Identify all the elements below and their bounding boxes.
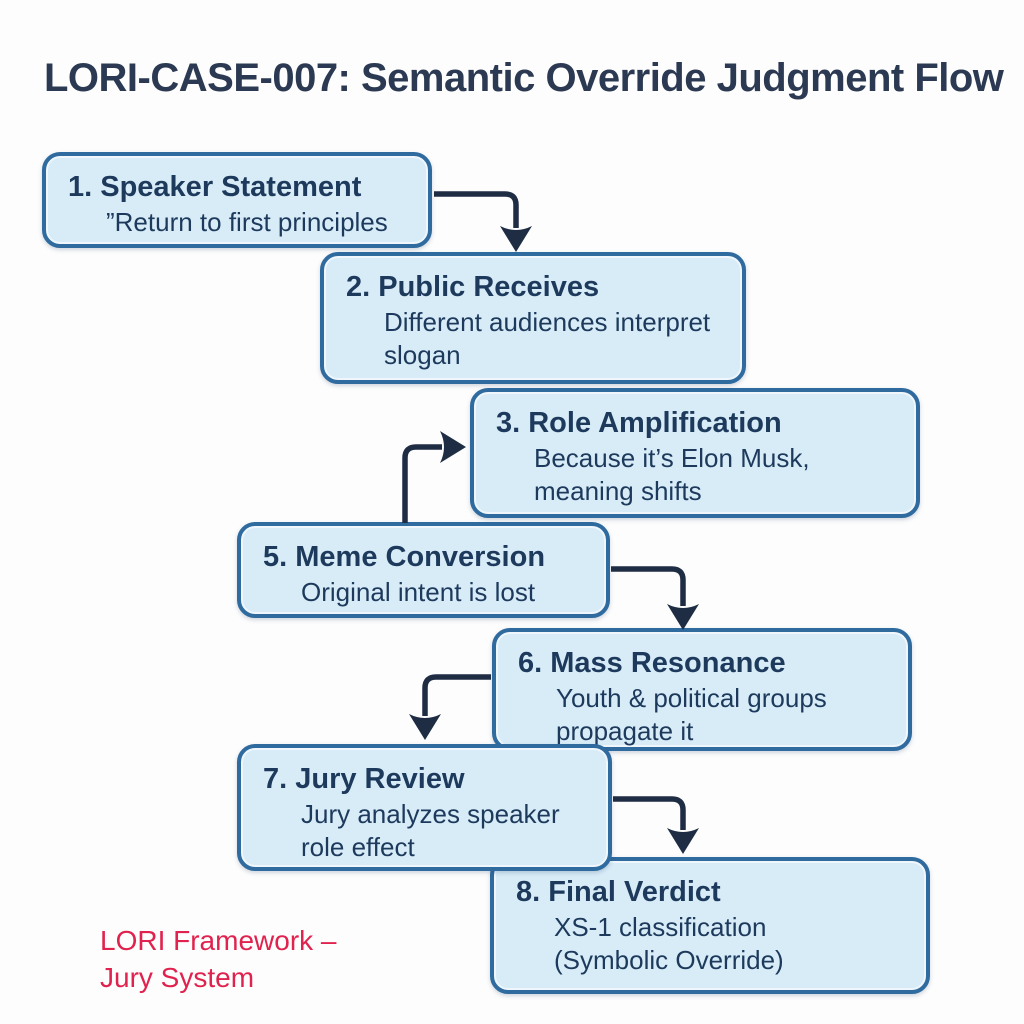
flow-node-jury-review: 7. Jury Review Jury analyzes speaker rol… (237, 744, 612, 871)
node-subtitle-line: Youth & political groups (556, 683, 827, 713)
footer-line-1: LORI Framework – (100, 925, 337, 956)
arrow-step5-to-step3 (402, 431, 466, 523)
flow-node-final-verdict: 8. Final Verdict XS-1 classification (Sy… (490, 857, 930, 994)
node-subtitle-line: (Symbolic Override) (554, 945, 784, 975)
flow-node-mass-resonance: 6. Mass Resonance Youth & political grou… (492, 628, 912, 751)
node-subtitle-line: Different audiences interpret (384, 307, 711, 337)
node-title: 8. Final Verdict (516, 876, 721, 908)
flow-node-public-receives: 2. Public Receives Different audiences i… (320, 252, 746, 384)
arrow-step6-to-step7 (409, 674, 491, 740)
footer-line-2: Jury System (100, 962, 255, 993)
node-subtitle-line: role effect (301, 832, 415, 862)
flow-node-meme-conversion: 5. Meme Conversion Original intent is lo… (237, 522, 610, 618)
node-subtitle-line: meaning shifts (534, 476, 702, 506)
node-subtitle-line: Original intent is lost (301, 577, 536, 607)
node-title: 7. Jury Review (263, 763, 465, 795)
node-title: 3. Role Amplification (496, 407, 782, 439)
node-title: 2. Public Receives (346, 271, 600, 303)
node-subtitle-line: Because it’s Elon Musk, (534, 443, 810, 473)
node-title: 5. Meme Conversion (263, 541, 546, 573)
arrow-step5-to-step6 (611, 566, 699, 630)
flow-node-speaker-statement: 1. Speaker Statement ”Return to first pr… (42, 152, 432, 248)
page-title: LORI-CASE-007: Semantic Override Judgmen… (44, 56, 1004, 100)
flow-node-role-amplification: 3. Role Amplification Because it’s Elon … (470, 388, 920, 518)
node-title: 1. Speaker Statement (68, 171, 362, 203)
node-title: 6. Mass Resonance (518, 647, 786, 679)
footer-framework-label: LORI Framework – Jury System (100, 922, 337, 996)
node-subtitle-line: XS-1 classification (554, 912, 767, 942)
node-subtitle-line: Jury analyzes speaker (301, 799, 560, 829)
node-subtitle-line: propagate it (556, 716, 694, 746)
node-subtitle-line: slogan (384, 340, 461, 370)
node-subtitle-line: ”Return to first principles (106, 207, 388, 237)
arrow-step7-to-step8 (613, 796, 699, 854)
arrow-step1-to-step2 (434, 191, 532, 252)
